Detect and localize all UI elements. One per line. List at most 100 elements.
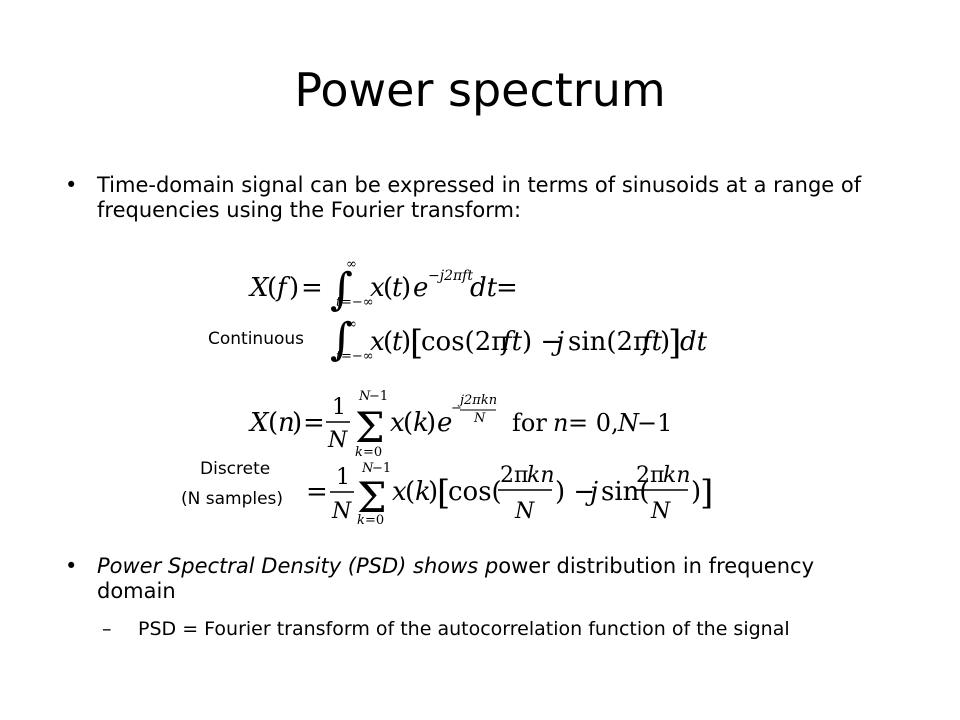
- svg-text:ft: ft: [500, 327, 523, 357]
- svg-text:for: for: [512, 409, 547, 437]
- svg-text:) −: ) −: [522, 327, 562, 357]
- svg-text:2π: 2π: [636, 463, 664, 488]
- svg-text:cos(2π: cos(2π: [421, 327, 508, 357]
- svg-text:sin(: sin(: [601, 477, 650, 507]
- svg-text:(: (: [267, 273, 277, 303]
- sub-bullet-marker: –: [102, 618, 112, 640]
- svg-text:k: k: [415, 477, 431, 507]
- svg-text:=: =: [306, 477, 328, 507]
- label-continuous: Continuous: [208, 329, 305, 349]
- svg-text:N: N: [331, 499, 352, 524]
- svg-text:N: N: [327, 428, 348, 453]
- svg-text:=: =: [301, 273, 323, 303]
- svg-text:N: N: [514, 499, 535, 524]
- svg-text:dt: dt: [680, 327, 708, 357]
- svg-text:) −: ) −: [555, 477, 595, 507]
- svg-text:1: 1: [336, 465, 350, 490]
- bullet-marker: •: [65, 173, 78, 197]
- equation-continuous-1: X ( f ) = ∫ ∞ t =−∞ x ( t ) e −j2πft dt …: [248, 257, 518, 315]
- svg-text:2π: 2π: [500, 463, 528, 488]
- bullet-fourier-intro: • Time-domain signal can be expressed in…: [65, 173, 887, 223]
- svg-text:−: −: [451, 401, 462, 416]
- svg-text:N: N: [358, 389, 371, 404]
- svg-text:sin(2π: sin(2π: [568, 327, 650, 357]
- bullet-marker: •: [65, 554, 78, 578]
- svg-text:−1: −1: [372, 461, 391, 476]
- svg-text:): ): [660, 327, 670, 357]
- sub-bullet-text: PSD = Fourier transform of the autocorre…: [138, 618, 790, 640]
- svg-text:1: 1: [332, 395, 346, 420]
- svg-text:(: (: [383, 273, 393, 303]
- svg-text:N: N: [650, 499, 671, 524]
- svg-text:k: k: [413, 408, 429, 438]
- svg-text:kn: kn: [527, 463, 555, 488]
- svg-text:(: (: [268, 408, 278, 438]
- svg-text:x: x: [370, 273, 385, 303]
- svg-text:]: ]: [700, 473, 713, 513]
- svg-text:): ): [691, 477, 701, 507]
- svg-text:= 0,: = 0,: [568, 409, 619, 437]
- svg-text:t: t: [392, 327, 403, 357]
- svg-text:Σ: Σ: [355, 403, 385, 452]
- equation-discrete-1: X ( n ) = 1 N Σ N −1 k =0 x ( k ) e − j2…: [248, 389, 672, 460]
- svg-text:N: N: [361, 461, 374, 476]
- equation-continuous-2: ∫ ∞ t =−∞ x ( t ) [ cos(2π ft ) − j sin(…: [330, 314, 708, 365]
- svg-text:X: X: [248, 273, 270, 303]
- bullet-psd: • Power Spectral Density (PSD) shows pow…: [65, 554, 887, 604]
- label-discrete: Discrete: [200, 459, 271, 479]
- svg-text:=: =: [303, 408, 325, 438]
- svg-text:(: (: [383, 327, 393, 357]
- svg-text:−1: −1: [369, 389, 388, 404]
- slide-title: Power spectrum: [294, 63, 666, 117]
- svg-text:x: x: [390, 408, 405, 438]
- svg-text:): ): [289, 273, 299, 303]
- svg-text:k: k: [355, 445, 363, 460]
- svg-text:e: e: [437, 408, 452, 438]
- svg-text:k: k: [357, 513, 365, 528]
- svg-text:n: n: [553, 409, 568, 437]
- bullet-text: ower distribution in frequency domain: [97, 554, 814, 603]
- svg-text:): ): [292, 408, 302, 438]
- bullet-text: Time-domain signal can be expressed in t…: [97, 173, 862, 222]
- svg-text:t: t: [336, 349, 342, 364]
- svg-text:n: n: [278, 408, 295, 438]
- svg-text:(: (: [403, 408, 413, 438]
- svg-text:=0: =0: [363, 445, 382, 460]
- svg-text:dt: dt: [470, 273, 498, 303]
- svg-text:=0: =0: [365, 513, 384, 528]
- svg-text:[: [: [410, 323, 423, 363]
- svg-text:−j2πft: −j2πft: [428, 268, 473, 284]
- svg-text:t: t: [392, 273, 403, 303]
- svg-text:): ): [401, 327, 411, 357]
- svg-text:j2πkn: j2πkn: [457, 393, 497, 408]
- svg-text:kn: kn: [663, 463, 691, 488]
- svg-text:(: (: [405, 477, 415, 507]
- svg-text:∫: ∫: [330, 314, 353, 365]
- svg-text:): ): [428, 477, 438, 507]
- svg-text:∫: ∫: [330, 264, 353, 315]
- svg-text:=−∞: =−∞: [341, 295, 374, 310]
- svg-text:ft: ft: [640, 327, 663, 357]
- svg-text:): ): [426, 408, 436, 438]
- svg-text:N: N: [473, 411, 486, 426]
- svg-text:N: N: [617, 409, 640, 437]
- svg-text:∞: ∞: [346, 317, 357, 332]
- label-n-samples: (N samples): [181, 489, 284, 509]
- svg-text:t: t: [336, 295, 342, 310]
- equation-discrete-2: = 1 N Σ N −1 k =0 x ( k ) [ cos( 2π kn N…: [306, 461, 713, 528]
- svg-text:X: X: [248, 408, 270, 438]
- svg-text:=: =: [496, 273, 518, 303]
- svg-text:[: [: [437, 473, 450, 513]
- svg-text:): ): [401, 273, 411, 303]
- svg-text:cos(: cos(: [448, 477, 502, 507]
- bullet-text-italic: Power Spectral Density (PSD) shows p: [97, 554, 499, 578]
- svg-text:−1: −1: [637, 409, 672, 437]
- svg-text:x: x: [392, 477, 407, 507]
- svg-text:e: e: [413, 273, 428, 303]
- svg-text:x: x: [370, 327, 385, 357]
- svg-text:=−∞: =−∞: [341, 349, 374, 364]
- svg-text:]: ]: [668, 323, 681, 363]
- svg-text:∞: ∞: [346, 257, 357, 272]
